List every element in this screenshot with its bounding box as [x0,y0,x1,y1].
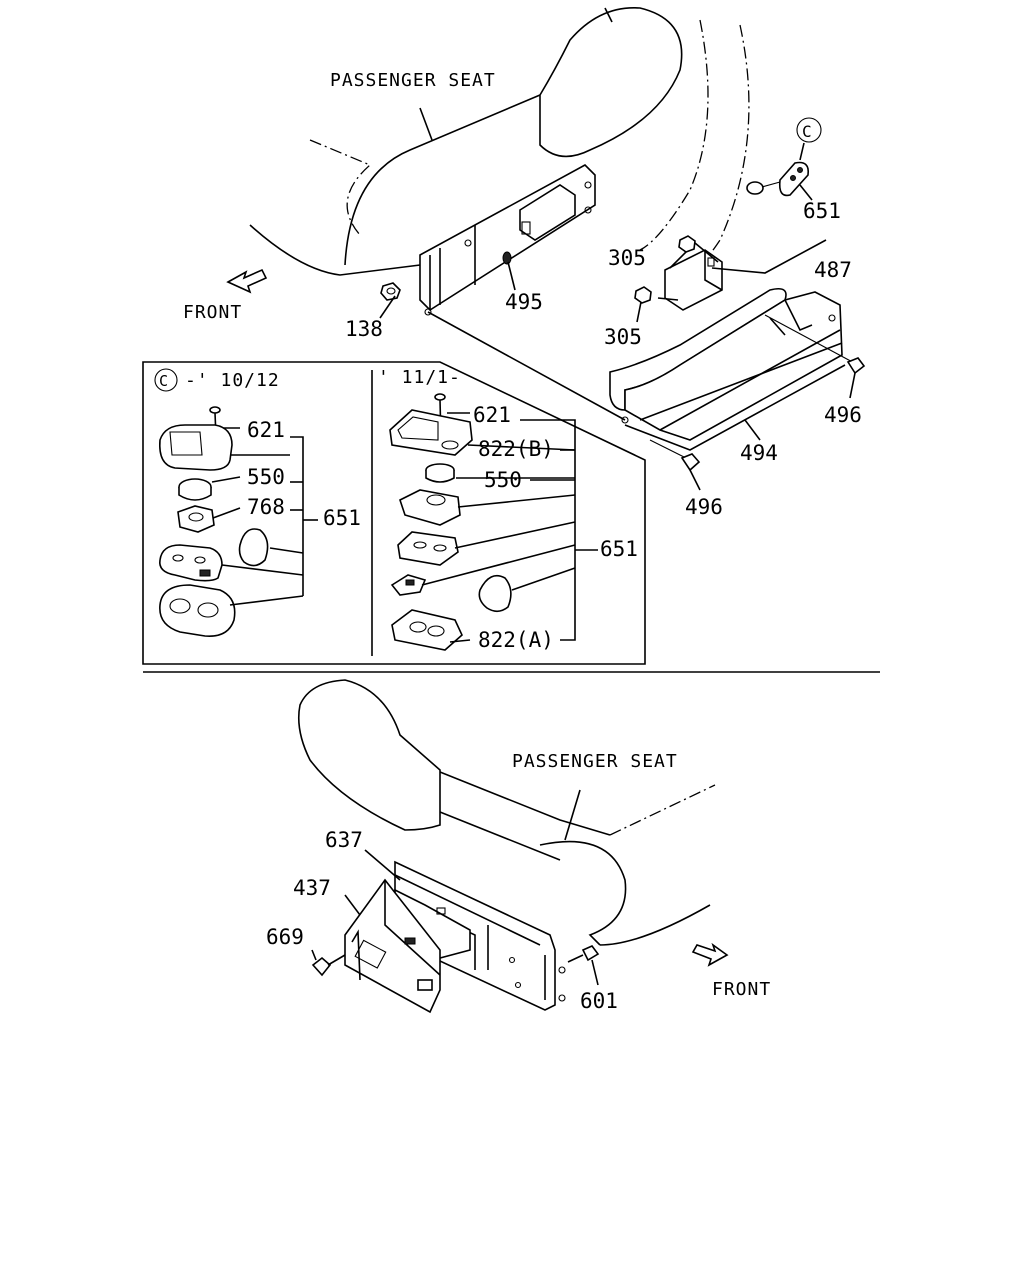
inset-remote-detail: C -' 10/12 [142,361,646,665]
front-label-top: FRONT [183,302,242,323]
inset-left-column: C -' 10/12 [154,368,361,637]
garnish-494 [609,287,859,461]
passenger-seat-top [249,6,750,276]
holder-768-left [177,505,241,533]
clip-495 [502,251,516,291]
label-550-left: 550 [247,465,285,489]
label-305-b: 305 [604,325,642,349]
screw-496-upper [846,357,866,399]
case-bottom-left [159,584,236,637]
inset-right-range: ' 11/1- [378,367,461,388]
label-651-right: 651 [600,537,638,561]
seat-label-bottom: PASSENGER SEAT [512,751,678,772]
top-assembly: PASSENGER SEAT FRONT C 651 305 487 495 3… [183,6,866,519]
bottom-assembly: PASSENGER SEAT FRONT 637 437 669 601 [266,679,771,1014]
label-651-top: 651 [803,199,841,223]
battery-550-left [178,476,241,501]
cover-822b [389,409,473,456]
nut-138 [379,282,401,319]
inset-left-range: -' 10/12 [185,370,280,391]
label-669: 669 [266,925,304,949]
label-637: 637 [325,828,363,852]
remote-651-top [746,117,822,201]
screw-496-lower [680,453,701,491]
front-arrow-top-icon [226,268,268,294]
label-138: 138 [345,317,383,341]
inset-left-c: C [159,372,168,390]
screw-669 [311,949,346,977]
label-496-b: 496 [685,495,723,519]
label-487: 487 [814,258,852,282]
seat-label-top: PASSENGER SEAT [330,70,496,91]
label-496-a: 496 [824,403,862,427]
label-621-right: 621 [473,403,511,427]
board-left [158,544,223,582]
label-601: 601 [580,989,618,1013]
battery-550-right [425,463,575,483]
label-768-left: 768 [247,495,285,519]
label-305-a: 305 [608,246,646,270]
inset-right-column: ' 11/1- [378,367,638,652]
seal-ring-left [238,528,269,567]
callout-c-top: C [802,122,812,141]
front-arrow-bottom-icon [691,942,729,967]
cover-top-left [158,424,233,471]
label-651-left: 651 [323,506,361,530]
case-822a [391,609,463,651]
label-550-right: 550 [484,468,522,492]
label-437: 437 [293,876,331,900]
label-494: 494 [740,441,778,465]
label-822b: 822(B) [478,437,554,461]
holder-right [399,489,461,526]
front-label-bottom: FRONT [712,979,771,1000]
seal-ring-right [478,574,512,613]
board-right [397,531,459,566]
bracket-487 [634,235,827,323]
leader-138-to-494 [427,311,626,421]
module-437 [344,878,441,1014]
label-621-left: 621 [247,418,285,442]
label-822a: 822(A) [478,628,554,652]
passenger-seat-bottom [297,679,716,946]
screw-601 [567,945,600,986]
label-495: 495 [505,290,543,314]
seat-bracket [419,164,596,316]
